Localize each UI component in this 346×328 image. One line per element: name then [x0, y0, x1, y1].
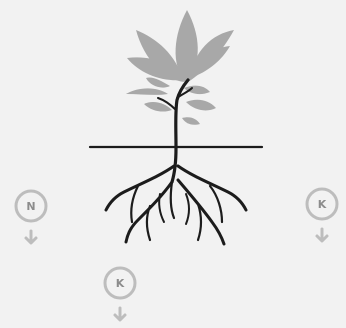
nutrient-n-left: N: [16, 191, 46, 243]
root-left-branch-a: [131, 186, 138, 222]
plant-shoot: [126, 10, 234, 125]
leaf-right-lower-a: [186, 100, 216, 111]
root-right-branch-a: [210, 186, 222, 222]
down-arrow-icon: [26, 231, 36, 243]
nutrient-k-right: K: [307, 189, 337, 241]
root-system: [106, 148, 246, 244]
root-right-branch-c: [186, 194, 189, 224]
root-right-branch-b: [198, 204, 201, 240]
root-left-main: [106, 166, 174, 210]
root-left-branch-c: [159, 194, 164, 222]
leaf-left-small: [126, 88, 168, 95]
root-center-tip: [171, 182, 174, 218]
nutrient-symbol: N: [26, 200, 35, 213]
nutrient-symbol: K: [116, 277, 125, 290]
down-arrow-icon: [317, 229, 327, 241]
nutrient-k-bottom: K: [105, 268, 135, 320]
main-stem: [176, 80, 188, 147]
nutrient-symbol: K: [318, 198, 327, 211]
leaf-stem-right: [182, 117, 200, 125]
down-arrow-icon: [115, 308, 125, 320]
leaf-right-lower-b: [184, 86, 210, 94]
root-left-branch-b: [147, 206, 150, 240]
